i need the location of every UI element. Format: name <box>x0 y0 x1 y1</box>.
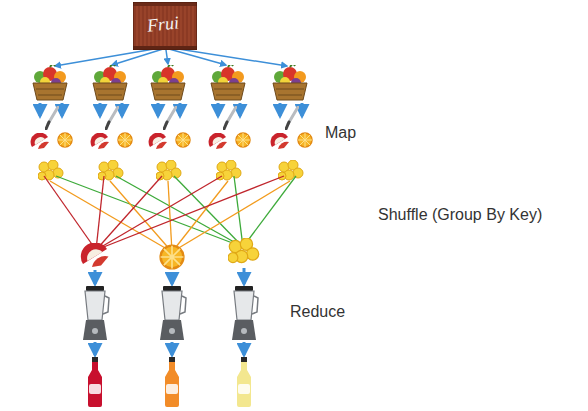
blenders-part <box>232 286 258 340</box>
reduce-arrows-part <box>171 342 174 355</box>
mapped-pieces-part <box>176 133 190 147</box>
mapped-pieces-part <box>236 133 250 147</box>
blenders <box>83 286 258 340</box>
shuffle-line <box>168 181 172 252</box>
knives-part <box>164 107 176 129</box>
mapped-pieces-part <box>156 160 181 180</box>
stage-label: Map <box>325 124 356 142</box>
stage-label: Reduce <box>290 303 345 321</box>
map-arrows-part <box>99 103 102 116</box>
container-ridge <box>188 6 189 46</box>
reduce-arrows-part <box>243 268 246 284</box>
shuffle-line <box>44 176 96 250</box>
fruit-baskets <box>33 63 307 100</box>
mapped-pieces-part <box>98 160 123 180</box>
reduce-arrows-part <box>243 342 246 355</box>
fruit-baskets-part <box>273 63 307 100</box>
grouped-fruit-part <box>81 242 109 267</box>
container-body <box>133 2 197 50</box>
mapped-pieces-part <box>118 133 132 147</box>
mapped-pieces <box>31 133 312 180</box>
map-arrows-part <box>179 103 182 116</box>
container-rim <box>133 46 197 50</box>
container-ridge <box>180 6 181 46</box>
container-ridge <box>184 6 185 46</box>
map-arrows-part <box>61 103 64 116</box>
knives <box>46 107 298 129</box>
juice-bottles <box>88 357 251 407</box>
map-arrows-part <box>121 103 124 116</box>
fruit-baskets-part <box>211 63 245 100</box>
shuffle-line <box>243 176 296 247</box>
grouped-fruit-part <box>228 238 259 263</box>
juice-bottles-part <box>165 357 179 407</box>
map-arrows-part <box>39 103 42 116</box>
mapped-pieces-part <box>271 133 289 149</box>
container-ridge <box>144 6 145 46</box>
fruit-baskets-part <box>33 63 67 100</box>
blenders-part <box>83 286 109 340</box>
fruit-baskets-part <box>93 63 127 100</box>
mapped-pieces-part <box>58 133 72 147</box>
juice-bottles-part <box>237 357 251 407</box>
shuffle-line <box>56 176 243 247</box>
shuffle-line <box>172 181 290 252</box>
mapped-pieces-part <box>149 133 167 149</box>
split-arrows-part <box>166 50 168 64</box>
reduce-arrows-part <box>171 272 174 284</box>
reduce-arrows-part <box>94 270 97 284</box>
map-arrows-part <box>279 103 282 116</box>
map-arrows-part <box>301 103 304 116</box>
map-arrows-part <box>157 103 160 116</box>
knives-part <box>46 107 58 129</box>
shuffle-line <box>96 176 104 250</box>
shuffle-line <box>96 176 284 250</box>
juice-bottles-part <box>88 357 102 407</box>
stage-label: Shuffle (Group By Key) <box>378 206 542 224</box>
fruit-container: Frui <box>133 2 197 50</box>
container-label: Frui <box>146 12 180 36</box>
mapped-pieces-part <box>298 133 312 147</box>
reduce-arrows <box>95 268 244 355</box>
blenders-part <box>160 286 186 340</box>
split-arrows <box>55 48 287 66</box>
knives-part <box>286 107 298 129</box>
container-ridge <box>136 6 137 46</box>
container-rim <box>133 2 197 6</box>
knives-part <box>106 107 118 129</box>
container-ridge <box>192 6 193 46</box>
split-arrows-part <box>172 48 287 66</box>
mapped-pieces-part <box>31 133 49 149</box>
container-outline <box>133 2 197 50</box>
reduce-arrows-part <box>94 342 97 355</box>
grouped-fruit-part <box>161 246 184 269</box>
mapped-pieces-part <box>91 133 109 149</box>
container-ridge <box>140 6 141 46</box>
shuffle-lines <box>44 176 296 252</box>
map-arrows-part <box>217 103 220 116</box>
grouped-fruit <box>81 238 259 268</box>
mapped-pieces-part <box>209 133 227 149</box>
knives-part <box>224 107 236 129</box>
split-arrows-part <box>55 48 160 66</box>
fruit-baskets-part <box>151 63 185 100</box>
split-arrows-part <box>112 49 163 65</box>
shuffle-line <box>96 176 162 250</box>
map-arrows-part <box>239 103 242 116</box>
